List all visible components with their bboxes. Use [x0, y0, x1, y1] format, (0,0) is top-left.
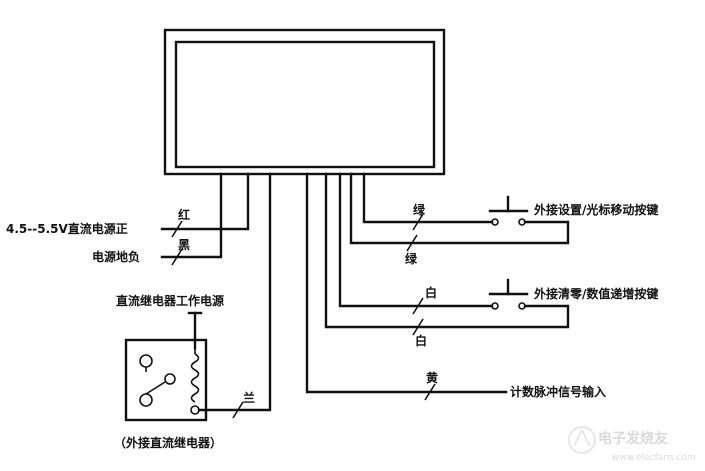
- label-relay-power: 直流继电器工作电源: [116, 293, 224, 308]
- wire-white-bottom: [324, 172, 570, 336]
- label-pulse-input: 计数脉冲信号输入: [510, 384, 606, 399]
- label-button-clear: 外接清零/数值递增按键: [534, 286, 658, 301]
- relay-power-terminal: [187, 311, 203, 350]
- wire-green-bottom: [349, 172, 570, 252]
- label-wire-yellow: 黄: [426, 370, 438, 385]
- watermark: 电子发烧友 www.elecfans.com: [568, 426, 696, 463]
- wire-white-top: [338, 172, 494, 315]
- label-power-negative: 电源地负: [92, 249, 140, 264]
- watermark-text: 电子发烧友: [598, 430, 668, 447]
- label-wire-green-bottom: 绿: [405, 251, 418, 266]
- label-wire-black: 黑: [178, 238, 190, 252]
- label-power-positive: 4.5--5.5V直流电源正: [6, 221, 128, 236]
- button-clear-switch: [488, 278, 529, 310]
- label-wire-white-bottom: 白: [415, 333, 427, 348]
- label-wire-white-top: 白: [425, 285, 437, 300]
- watermark-url: www.elecfans.com: [612, 453, 696, 463]
- wire-green-top: [362, 172, 494, 231]
- button-set-switch: [488, 195, 529, 226]
- label-wire-green-top: 绿: [413, 202, 426, 217]
- label-relay-caption: （外接直流继电器）: [114, 435, 222, 450]
- label-wire-blue: 兰: [243, 390, 255, 405]
- wire-black-power-negative: [160, 172, 223, 266]
- watermark-logo-icon: [568, 426, 596, 454]
- display-module: [163, 28, 446, 176]
- wire-blue-relay: [197, 172, 272, 419]
- wire-yellow-pulse: [305, 172, 508, 401]
- external-relay: [124, 338, 208, 422]
- label-wire-red: 红: [178, 207, 190, 222]
- wire-red-power-positive: [160, 172, 250, 238]
- label-button-set: 外接设置/光标移动按键: [534, 202, 658, 217]
